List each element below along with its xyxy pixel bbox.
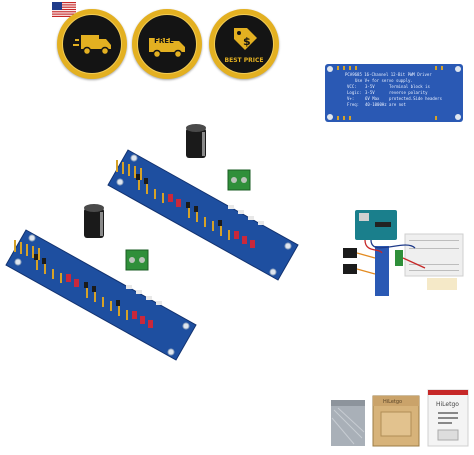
thumbnail-board-back[interactable]: PCA9685 16-Channel 12-Bit PWM Driver Use… (325, 64, 463, 122)
silkscreen-row-key: V+: (347, 96, 354, 101)
silkscreen-note: Use V+ for servo supply. (355, 78, 413, 83)
best-price-label: BEST PRICE (224, 57, 264, 64)
silkscreen-row-extra: reverse polarity (389, 90, 428, 95)
silkscreen-row-value: 3-5V (365, 90, 375, 95)
delivery-truck-icon (73, 35, 111, 56)
delivery-badge (57, 9, 127, 79)
silkscreen-row-key: VCC: (347, 84, 357, 89)
bag-brand-text: HiLetgo (436, 401, 459, 408)
silkscreen-row-key: Logic: (347, 90, 361, 95)
silkscreen-title: PCA9685 16-Channel 12-Bit PWM Driver (345, 72, 432, 77)
free-delivery-truck-icon (149, 38, 185, 59)
box-brand-text: HiLetgo (383, 399, 402, 405)
free-label: FREE (154, 37, 174, 45)
silkscreen-row-extra: are not (389, 102, 406, 107)
svg-text:$: $ (243, 35, 251, 48)
thumbnail-white-bag[interactable]: HiLetgo (426, 388, 470, 448)
best-price-badge: $ BEST PRICE (209, 9, 279, 79)
free-shipping-badge: FREE (132, 9, 202, 79)
silkscreen-row-extra: Terminal block is (389, 84, 431, 89)
thumbnail-antistatic-bag[interactable] (330, 398, 366, 448)
silkscreen-row-value: 40-1000Hz (365, 102, 387, 107)
thumbnail-wiring-diagram[interactable] (335, 208, 465, 303)
silkscreen-row-value: 6V Max (365, 96, 380, 101)
silkscreen-row-value: 3-5V (365, 84, 375, 89)
silkscreen-row-extra: protected.Side headers (389, 96, 443, 101)
main-product-image (5, 123, 299, 361)
us-flag-icon (52, 2, 76, 17)
thumbnail-kraft-box[interactable]: HiLetgo (371, 392, 421, 449)
best-price-tag-icon: $ (234, 28, 257, 50)
silkscreen-row-key: Freq: (347, 102, 359, 107)
